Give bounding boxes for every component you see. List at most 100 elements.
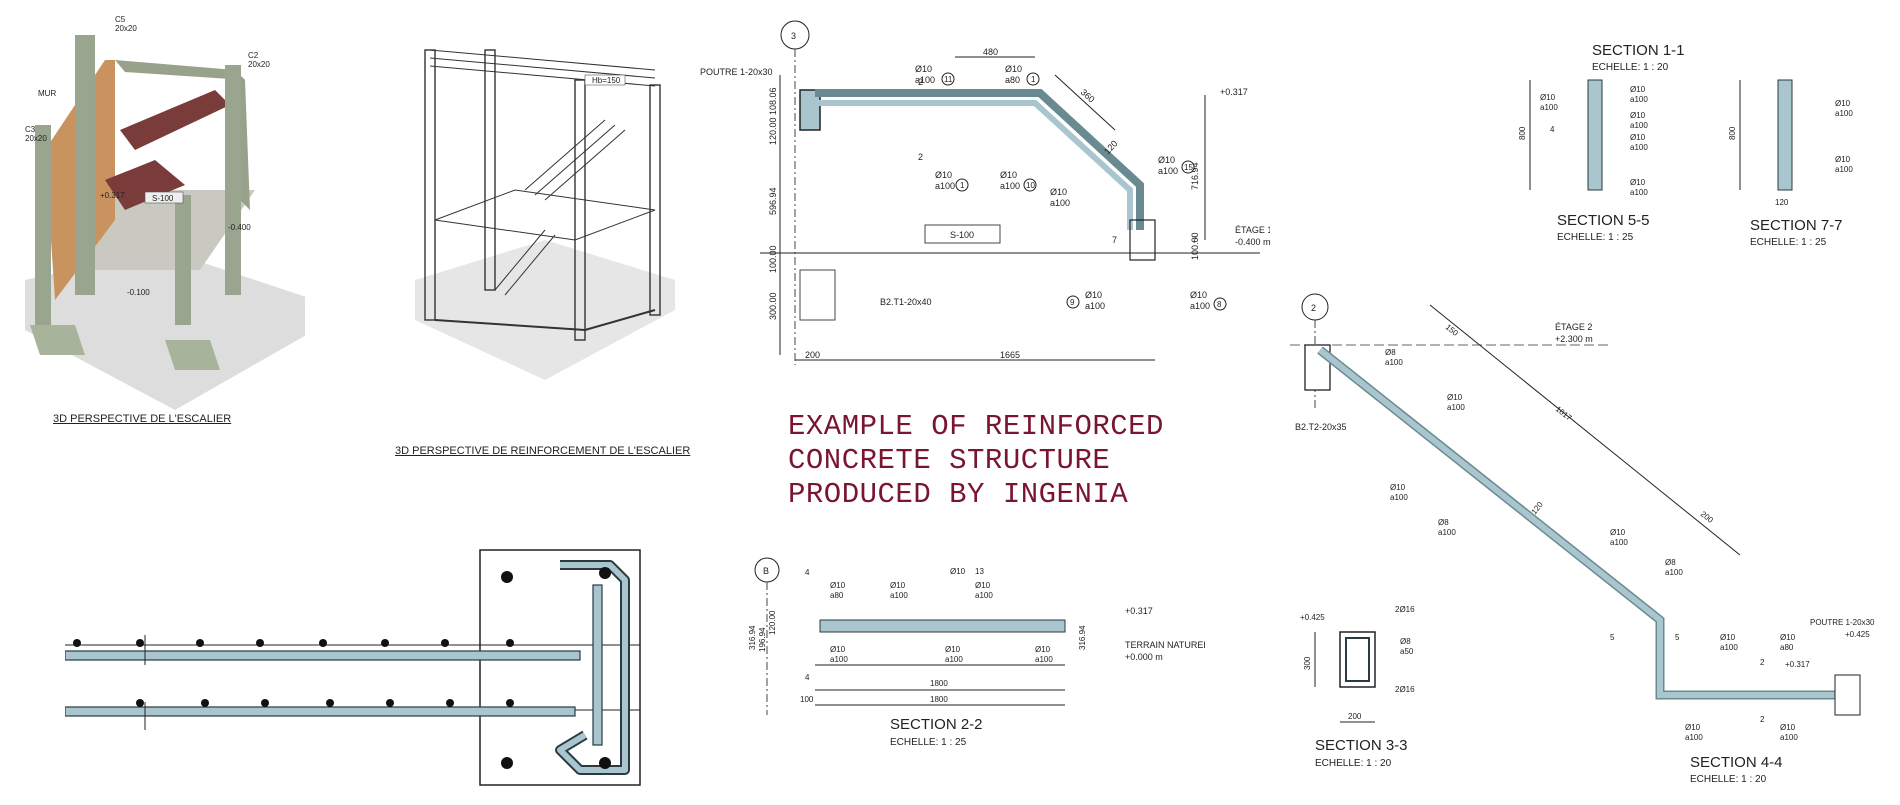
label-c3: C3 <box>25 125 36 134</box>
s22-dim-left-3: 120.00 <box>768 610 777 635</box>
section-1-1: SECTION 1-1 ECHELLE: 1 : 20 800 4 Ø10 a1… <box>1500 40 1900 270</box>
vertical-bar <box>592 584 603 746</box>
bar-6-dia: Ø10 <box>1050 187 1067 197</box>
s22-dim-left-2: 196.94 <box>758 627 767 652</box>
s22-title: SECTION 2-2 <box>890 716 983 733</box>
s22-ground-name: TERRAIN NATUREL <box>1125 640 1205 650</box>
s44-bar-6-dia: Ø8 <box>1665 558 1676 567</box>
s22-dim-1800-b: 1800 <box>930 695 948 704</box>
s44-dim-200: 200 <box>1699 509 1715 525</box>
s44-bar-4-dia: Ø8 <box>1438 518 1449 527</box>
s55-scale: ECHELLE: 1 : 25 <box>1557 232 1634 243</box>
cut-mark-side-left: 7 <box>1112 235 1117 245</box>
axis-2-label: 2 <box>1311 303 1316 313</box>
s55-bar-4-spacing: a100 <box>1630 143 1648 152</box>
s44-bar-9-dia: Ø10 <box>1685 723 1701 732</box>
s55-bar-5-spacing: a100 <box>1630 188 1648 197</box>
rebar-col-4 <box>484 49 496 291</box>
s22-bar-2-spacing: a100 <box>890 591 908 600</box>
column-c3 <box>35 125 51 325</box>
s22-level: +0.317 <box>1125 606 1153 616</box>
rebar-landing <box>434 189 656 241</box>
label-c5: C5 <box>115 15 126 24</box>
s33-title: SECTION 3-3 <box>1315 737 1408 754</box>
beam-poutre-1 <box>1834 674 1861 716</box>
s22-bar-4-dia: Ø10 <box>975 581 991 590</box>
s33-level: +0.425 <box>1300 613 1325 622</box>
s11-title: SECTION 1-1 <box>1592 42 1685 59</box>
axis-3-label: 3 <box>791 31 796 41</box>
s22-bar-6-dia: Ø10 <box>945 645 961 654</box>
s44-bar-9-spacing: a100 <box>1685 733 1703 742</box>
reinforcement-3d-view: Hb=150 <box>395 40 685 400</box>
rebar-tag-label: Hb=150 <box>592 76 621 85</box>
s33-bar-3: 2Ø16 <box>1395 685 1415 694</box>
etage2-level: +2.300 m <box>1555 334 1593 344</box>
label-c2-size: 20x20 <box>248 60 270 69</box>
banner-line-3: PRODUCED BY INGENIA <box>788 478 1129 511</box>
bar-7-spacing: a100 <box>1085 301 1105 311</box>
s22-bar-3-dia: Ø10 <box>950 567 966 576</box>
s22-cut-top: 4 <box>805 568 810 577</box>
s44-bar-5-spacing: a100 <box>1610 538 1628 547</box>
bar-2-mark-circle <box>1026 72 1040 86</box>
banner-text: EXAMPLE OF REINFORCED CONCRETE STRUCTURE… <box>788 410 1164 512</box>
top-beam <box>115 60 245 80</box>
rebar-tag <box>584 74 626 86</box>
bar-4-mark-circle <box>1023 178 1037 192</box>
s44-bar-10-dia: Ø10 <box>1780 723 1796 732</box>
s44-level-right-2: +0.317 <box>1785 660 1810 669</box>
beam-outline <box>479 549 641 786</box>
bar-3-mark: 1 <box>960 181 965 190</box>
footing-2 <box>165 340 220 370</box>
rebar-ground <box>415 240 675 380</box>
s44-beam-right-label: POUTRE 1-20x30 <box>1810 618 1875 627</box>
main-stair-section: 3 POUTRE 1-20x30 B2.T1-20x40 S-100 716.9… <box>700 15 1272 370</box>
s44-bar-6-spacing: a100 <box>1665 568 1683 577</box>
s55-cut: 4 <box>1550 125 1555 134</box>
bar-8-spacing: a100 <box>1190 301 1210 311</box>
stair-lower-bar <box>815 100 1133 230</box>
bar-7-mark: 9 <box>1070 298 1075 307</box>
s55-bar-1-spacing: a100 <box>1540 103 1558 112</box>
s22-ground: +0.000 m <box>1125 652 1163 662</box>
banner-line-1: EXAMPLE OF REINFORCED <box>788 410 1164 443</box>
s33-bar-2-spacing: a50 <box>1400 647 1414 656</box>
top-bar <box>64 650 581 661</box>
stair-upper-bar <box>815 89 1144 230</box>
beam-bottom-label: B2.T1-20x40 <box>880 297 932 307</box>
bar-5-spacing: a100 <box>1158 166 1178 176</box>
s77-bar-2-spacing: a100 <box>1835 165 1853 174</box>
label-level-2: -0.400 <box>228 223 251 232</box>
s22-bar-5-dia: Ø10 <box>830 645 846 654</box>
cut-mark-top: 2 <box>918 77 923 87</box>
s44-cut-side-bottom: 2 <box>1760 715 1765 724</box>
s22-scale: ECHELLE: 1 : 25 <box>890 737 967 748</box>
dim-left-4: 100.00 <box>768 245 778 273</box>
label-c3-size: 20x20 <box>25 134 47 143</box>
s55-title: SECTION 5-5 <box>1557 212 1650 229</box>
s44-cut-left: 5 <box>1610 633 1615 642</box>
s55-bar-2-dia: Ø10 <box>1630 85 1646 94</box>
bar-2-spacing: a80 <box>1005 75 1020 85</box>
slab-label: S-100 <box>950 230 974 240</box>
s44-bar-3-dia: Ø10 <box>1390 483 1406 492</box>
s22-bar-7-dia: Ø10 <box>1035 645 1051 654</box>
s22-bar-1-dia: Ø10 <box>830 581 846 590</box>
s77-height: 800 <box>1728 126 1737 140</box>
s33-scale: ECHELLE: 1 : 20 <box>1315 758 1392 769</box>
s55-bar-4-dia: Ø10 <box>1630 133 1646 142</box>
foundation-beam <box>799 269 836 321</box>
s44-bar-3-spacing: a100 <box>1390 493 1408 502</box>
label-c2: C2 <box>248 51 259 60</box>
bar-5-mark: 15 <box>1184 163 1193 172</box>
s22-bar-4-spacing: a100 <box>975 591 993 600</box>
s44-bar-5-dia: Ø10 <box>1610 528 1626 537</box>
axis-b-label: B <box>763 566 769 576</box>
s22-dim-left-1: 316.94 <box>748 625 757 650</box>
stair-3d-view: C5 20x20 C2 20x20 C3 20x20 MUR S-100 +0.… <box>15 10 315 410</box>
s33-bar-1: 2Ø16 <box>1395 605 1415 614</box>
dim-1665: 1665 <box>1000 350 1020 360</box>
slab-tag-box <box>144 191 184 204</box>
s44-cut-side-top: 2 <box>1760 658 1765 667</box>
